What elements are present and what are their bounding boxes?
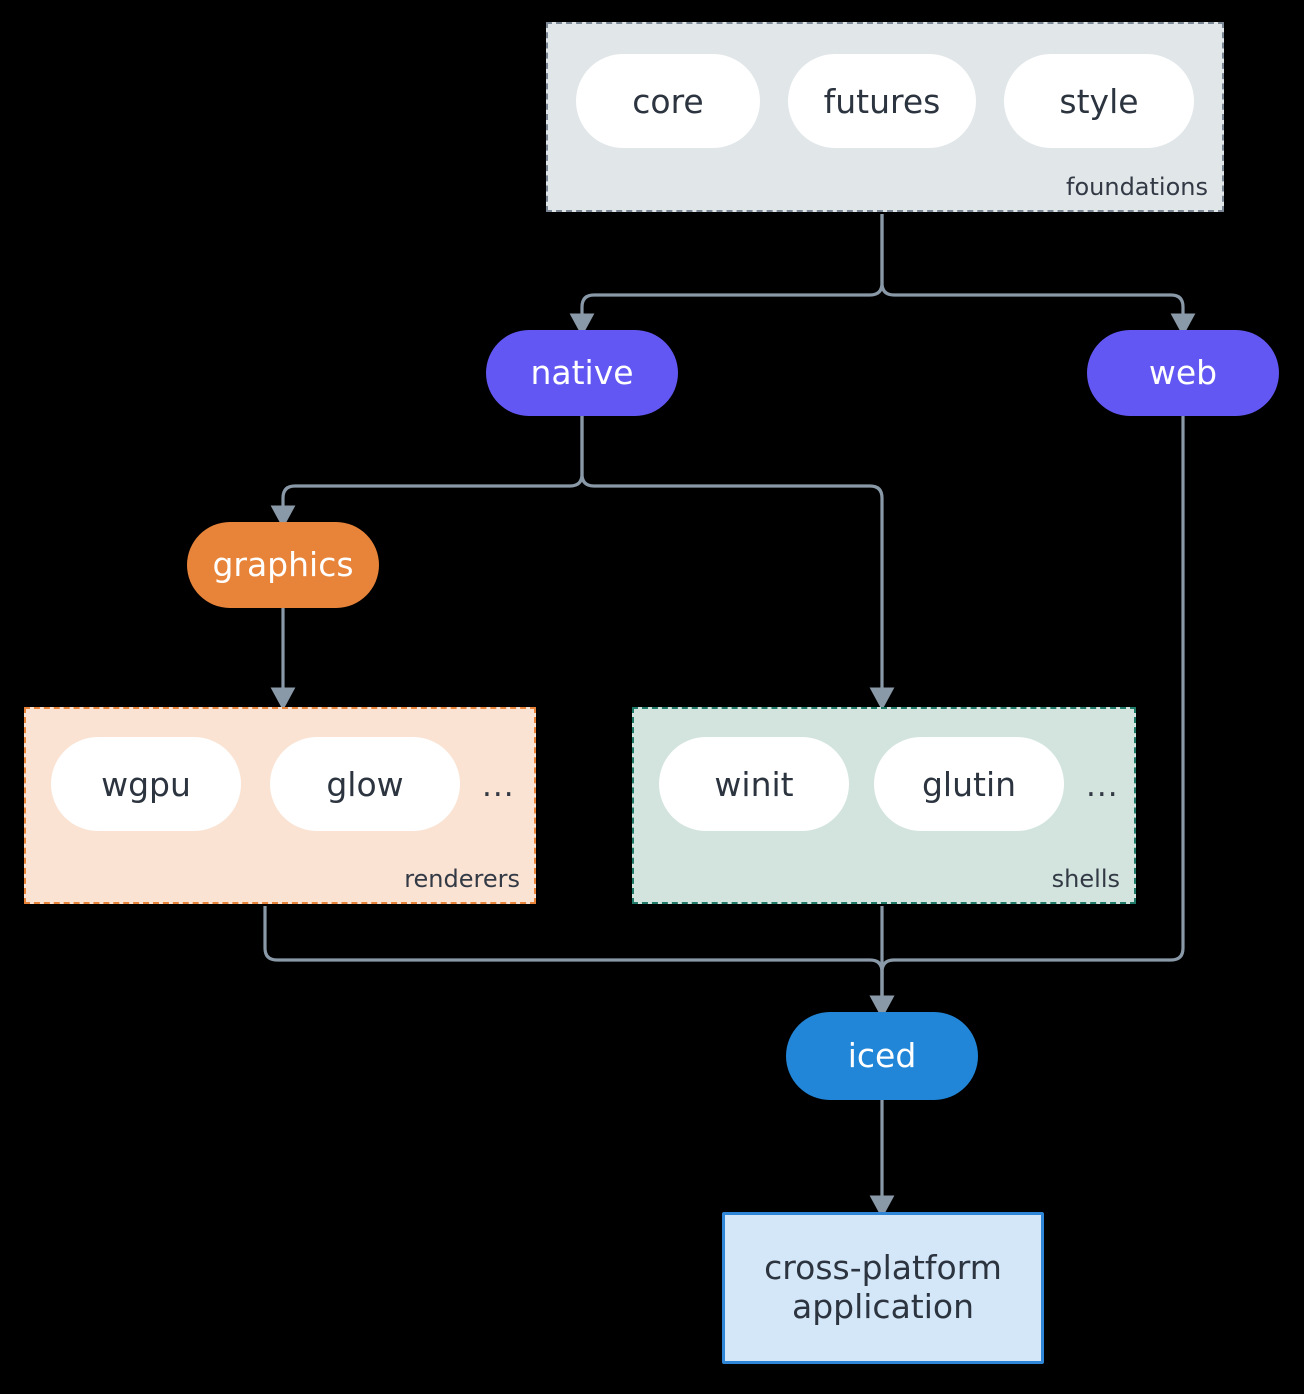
edge-foundations-native bbox=[569, 214, 884, 337]
node-glutin[interactable]: glutin bbox=[874, 737, 1064, 831]
node-core[interactable]: core bbox=[576, 54, 760, 148]
node-application[interactable]: cross-platform application bbox=[722, 1212, 1044, 1364]
node-native-label: native bbox=[530, 352, 634, 392]
node-graphics[interactable]: graphics bbox=[187, 522, 379, 608]
cluster-foundations-label: foundations bbox=[1066, 173, 1208, 201]
edge-foundations-web bbox=[880, 214, 1196, 337]
node-futures[interactable]: futures bbox=[788, 54, 976, 148]
node-iced-label: iced bbox=[847, 1035, 917, 1075]
edge-renderers-iced bbox=[263, 906, 895, 1019]
cluster-renderers-label: renderers bbox=[404, 865, 520, 893]
node-glow[interactable]: glow bbox=[270, 737, 460, 831]
node-web-label: web bbox=[1148, 352, 1218, 392]
node-winit-label: winit bbox=[714, 764, 794, 804]
node-web[interactable]: web bbox=[1087, 330, 1279, 416]
node-wgpu[interactable]: wgpu bbox=[51, 737, 241, 831]
node-glutin-label: glutin bbox=[921, 764, 1017, 804]
cluster-shells: winit glutin ... shells bbox=[632, 707, 1136, 904]
node-core-label: core bbox=[632, 81, 704, 121]
cluster-renderers: wgpu glow ... renderers bbox=[24, 707, 536, 904]
node-iced[interactable]: iced bbox=[786, 1012, 978, 1100]
node-wgpu-label: wgpu bbox=[101, 764, 191, 804]
node-style-label: style bbox=[1059, 81, 1139, 121]
renderers-ellipsis: ... bbox=[482, 768, 515, 804]
node-winit[interactable]: winit bbox=[659, 737, 849, 831]
node-native[interactable]: native bbox=[486, 330, 678, 416]
node-futures-label: futures bbox=[823, 81, 941, 121]
node-style[interactable]: style bbox=[1004, 54, 1194, 148]
edge-native-shells bbox=[580, 416, 895, 711]
cluster-shells-label: shells bbox=[1051, 865, 1120, 893]
node-application-label-line1: cross-platform bbox=[764, 1248, 1002, 1288]
edge-native-graphics bbox=[270, 416, 584, 529]
node-graphics-label: graphics bbox=[212, 544, 354, 584]
node-application-label-line2: application bbox=[791, 1287, 975, 1326]
shells-ellipsis: ... bbox=[1086, 768, 1119, 804]
cluster-foundations: core futures style foundations bbox=[546, 22, 1224, 212]
node-glow-label: glow bbox=[326, 764, 404, 804]
